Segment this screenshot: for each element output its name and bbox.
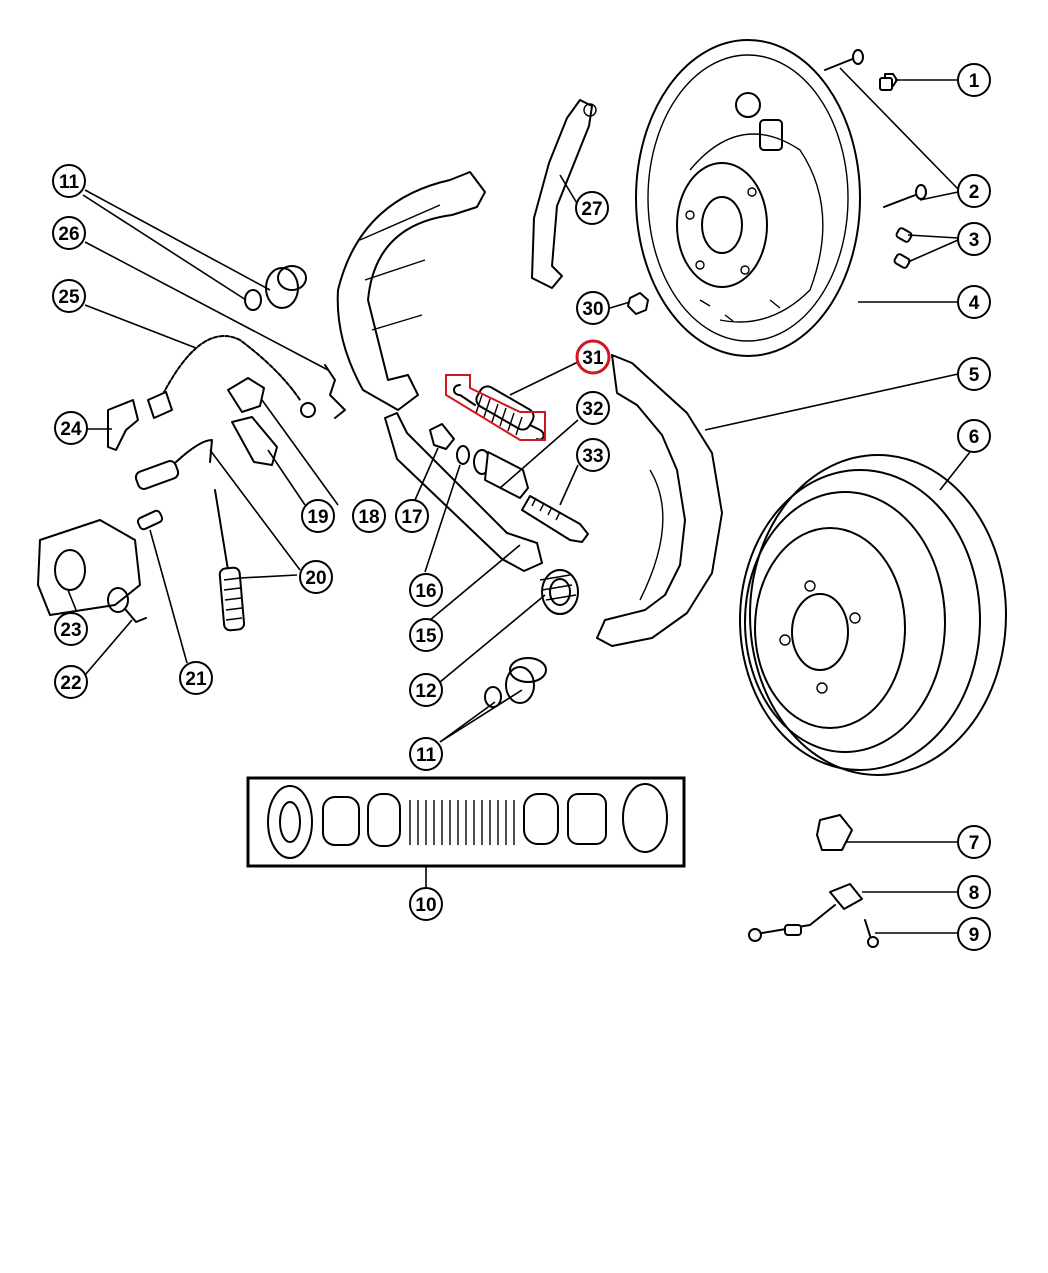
part-bracket — [107, 399, 139, 451]
callout-4: 4 — [957, 285, 991, 319]
part-backing-plate — [635, 39, 861, 357]
callout-18: 18 — [352, 499, 386, 533]
callout-21: 21 — [179, 661, 213, 695]
svg-text:6: 6 — [969, 427, 980, 448]
svg-text:31: 31 — [582, 348, 604, 369]
part-clip — [324, 364, 346, 419]
part-anchor-plate — [227, 377, 265, 413]
svg-text:11: 11 — [416, 745, 437, 766]
part-plugs — [893, 227, 913, 269]
callout-30: 30 — [576, 291, 610, 325]
callout-10: 10 — [409, 887, 443, 921]
part-strut — [384, 412, 543, 572]
svg-text:15: 15 — [415, 626, 437, 647]
callout-24: 24 — [54, 411, 88, 445]
part-bolt-2-lower — [883, 184, 927, 208]
part-plate — [231, 416, 278, 466]
svg-text:32: 32 — [582, 399, 603, 420]
svg-text:2: 2 — [969, 182, 980, 203]
callout-27: 27 — [575, 191, 609, 225]
part-brake-drum — [739, 454, 1007, 776]
part-spring-12 — [539, 569, 579, 615]
svg-text:7: 7 — [969, 833, 980, 854]
svg-text:10: 10 — [415, 895, 436, 916]
svg-text:20: 20 — [305, 568, 326, 589]
part-screw — [864, 919, 879, 948]
callout-20: 20 — [299, 560, 333, 594]
callout-23: 23 — [54, 612, 88, 646]
part-bleeder — [136, 509, 164, 531]
svg-text:33: 33 — [582, 446, 603, 467]
callout-8: 8 — [957, 875, 991, 909]
part-spring-11-upper — [244, 265, 307, 311]
svg-text:17: 17 — [401, 507, 422, 528]
callout-7: 7 — [957, 825, 991, 859]
svg-text:21: 21 — [185, 669, 207, 690]
svg-text:18: 18 — [358, 507, 379, 528]
callout-6: 6 — [957, 419, 991, 453]
callout-5: 5 — [957, 357, 991, 391]
callout-32: 32 — [576, 391, 610, 425]
svg-text:9: 9 — [969, 925, 980, 946]
callout-31-highlighted: 31 — [575, 339, 611, 375]
part-bolt-1 — [879, 73, 898, 91]
callout-16: 16 — [409, 573, 443, 607]
callout-22: 22 — [54, 665, 88, 699]
svg-text:25: 25 — [58, 287, 80, 308]
leader-lines — [67, 67, 971, 934]
part-sensor — [748, 883, 863, 942]
callout-15: 15 — [409, 618, 443, 652]
svg-text:27: 27 — [581, 199, 602, 220]
svg-text:4: 4 — [969, 293, 980, 314]
part-sensor-bracket — [816, 814, 853, 851]
svg-text:23: 23 — [60, 620, 81, 641]
svg-text:30: 30 — [582, 299, 603, 320]
callout-17: 17 — [395, 499, 429, 533]
callout-26: 26 — [52, 216, 86, 250]
part-spring-20-short — [134, 439, 213, 490]
callout-12: 12 — [409, 673, 443, 707]
part-washer — [456, 445, 470, 465]
svg-text:11: 11 — [59, 172, 80, 193]
part-brake-shoe-left — [336, 171, 486, 411]
part-cable — [147, 335, 316, 419]
part-lever — [531, 99, 597, 289]
svg-text:3: 3 — [969, 230, 980, 251]
callout-11-upper: 11 — [52, 164, 86, 198]
svg-text:12: 12 — [415, 681, 436, 702]
svg-text:5: 5 — [969, 365, 980, 386]
callout-25: 25 — [52, 279, 86, 313]
part-wheel-cylinder — [37, 519, 141, 616]
spring-31-highlight-box — [445, 374, 546, 441]
callout-3: 3 — [957, 222, 991, 256]
part-spring-11-lower — [484, 657, 547, 708]
part-adjuster-screw — [521, 495, 589, 543]
svg-text:1: 1 — [969, 71, 980, 92]
svg-text:26: 26 — [58, 224, 79, 245]
part-spring-20-long — [214, 489, 246, 632]
part-pin — [429, 423, 455, 450]
part-bolt-2-upper — [824, 49, 864, 71]
callout-11-lower: 11 — [409, 737, 443, 771]
svg-text:19: 19 — [307, 507, 328, 528]
svg-text:16: 16 — [415, 581, 436, 602]
part-adjuster — [473, 449, 529, 499]
callout-19: 19 — [301, 499, 335, 533]
svg-text:22: 22 — [60, 673, 81, 694]
callout-33: 33 — [576, 438, 610, 472]
part-rebuild-kit — [246, 776, 686, 868]
part-nut — [627, 292, 649, 315]
callout-1: 1 — [957, 63, 991, 97]
part-fitting — [125, 609, 147, 623]
svg-text:8: 8 — [969, 883, 980, 904]
callout-2: 2 — [957, 174, 991, 208]
part-brake-shoe-right — [596, 354, 723, 647]
callout-9: 9 — [957, 917, 991, 951]
svg-text:24: 24 — [60, 419, 82, 440]
